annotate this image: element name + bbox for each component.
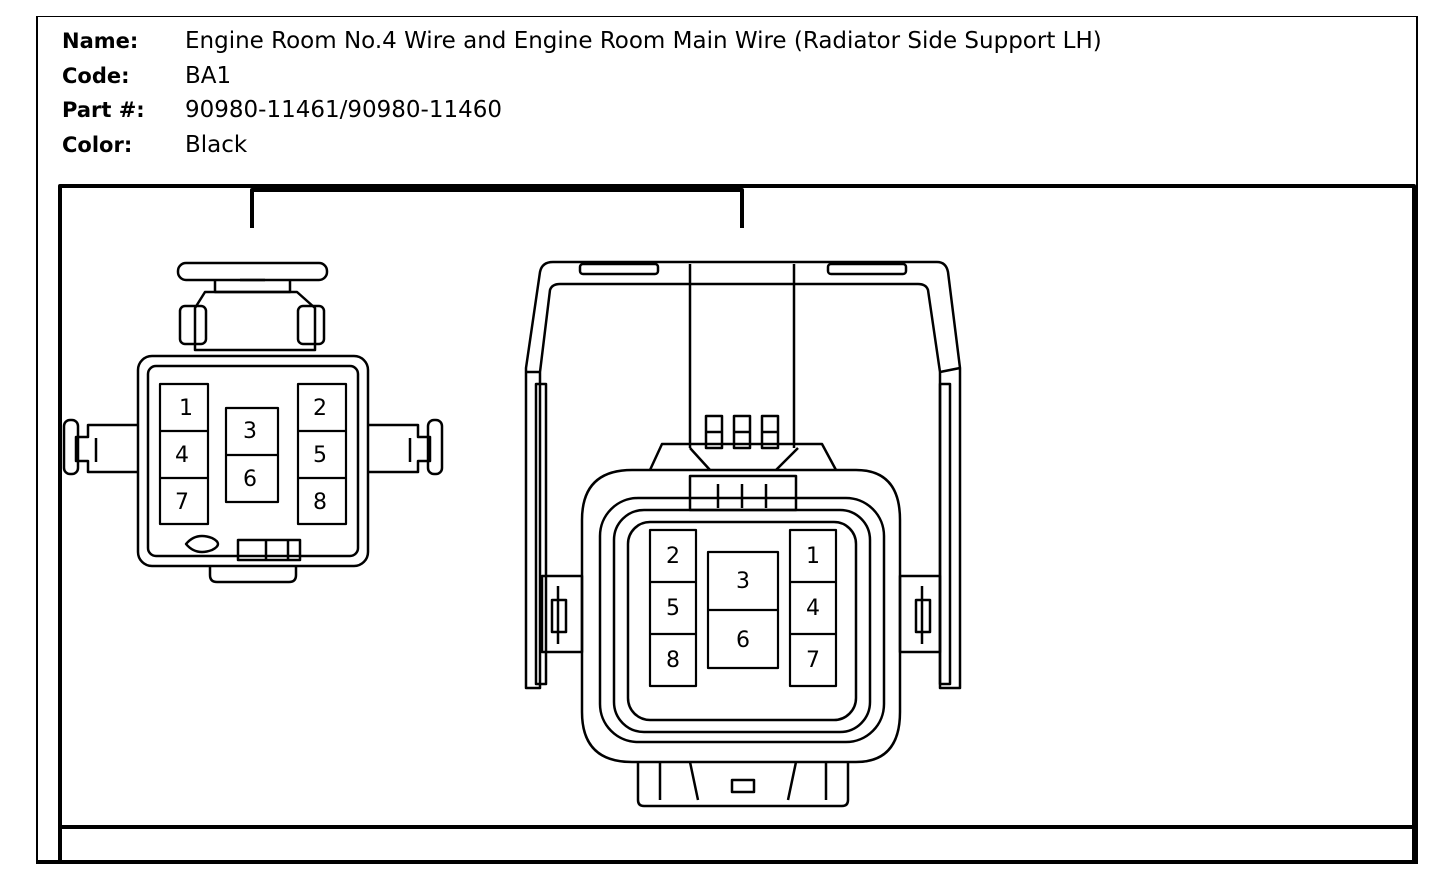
right-pin-6: 6 <box>736 628 750 653</box>
left-latch-bar <box>176 261 329 282</box>
mating-bracket <box>250 188 744 228</box>
right-pin-2: 2 <box>666 544 680 569</box>
right-pin-5: 5 <box>666 596 680 621</box>
code-row: Code: BA1 <box>62 59 1102 94</box>
left-latch-body <box>193 290 317 352</box>
right-pin-7: 7 <box>806 648 820 673</box>
part-value: 90980-11461/90980-11460 <box>185 97 503 123</box>
color-label: Color: <box>62 132 133 157</box>
code-value: BA1 <box>185 62 232 89</box>
part-row: Part #: 90980-11461/90980-11460 <box>62 93 1102 128</box>
left-connector: 1 2 3 4 5 6 7 8 <box>62 261 444 584</box>
name-label: Name: <box>62 29 139 53</box>
diagram-box <box>58 184 1416 864</box>
right-housing <box>580 468 902 764</box>
right-pin-1: 1 <box>806 544 820 569</box>
left-pin-8: 8 <box>313 490 327 515</box>
name-row: Name: Engine Room No.4 Wire and Engine R… <box>62 24 1102 59</box>
polarity-key-icon <box>184 534 220 554</box>
right-clip-frame <box>524 260 962 690</box>
left-pin-6: 6 <box>243 467 257 492</box>
right-pin-8: 8 <box>666 648 680 673</box>
right-pin-3: 3 <box>736 569 750 594</box>
name-value: Engine Room No.4 Wire and Engine Room Ma… <box>185 28 1102 54</box>
part-label: Part #: <box>62 98 145 122</box>
left-pin-5: 5 <box>313 443 327 468</box>
left-pin-7: 7 <box>175 490 189 515</box>
color-value: Black <box>185 131 248 158</box>
code-label: Code: <box>62 63 130 88</box>
left-housing <box>136 354 370 568</box>
left-pin-3: 3 <box>243 419 257 444</box>
left-pin-1: 1 <box>179 396 193 421</box>
left-pin-4: 4 <box>175 443 189 468</box>
right-pin-4: 4 <box>806 596 820 621</box>
color-row: Color: Black <box>62 128 1102 163</box>
connector-info: Name: Engine Room No.4 Wire and Engine R… <box>62 24 1102 162</box>
left-pin-2: 2 <box>313 396 327 421</box>
right-connector: 1 2 3 4 5 6 7 8 <box>524 260 962 808</box>
